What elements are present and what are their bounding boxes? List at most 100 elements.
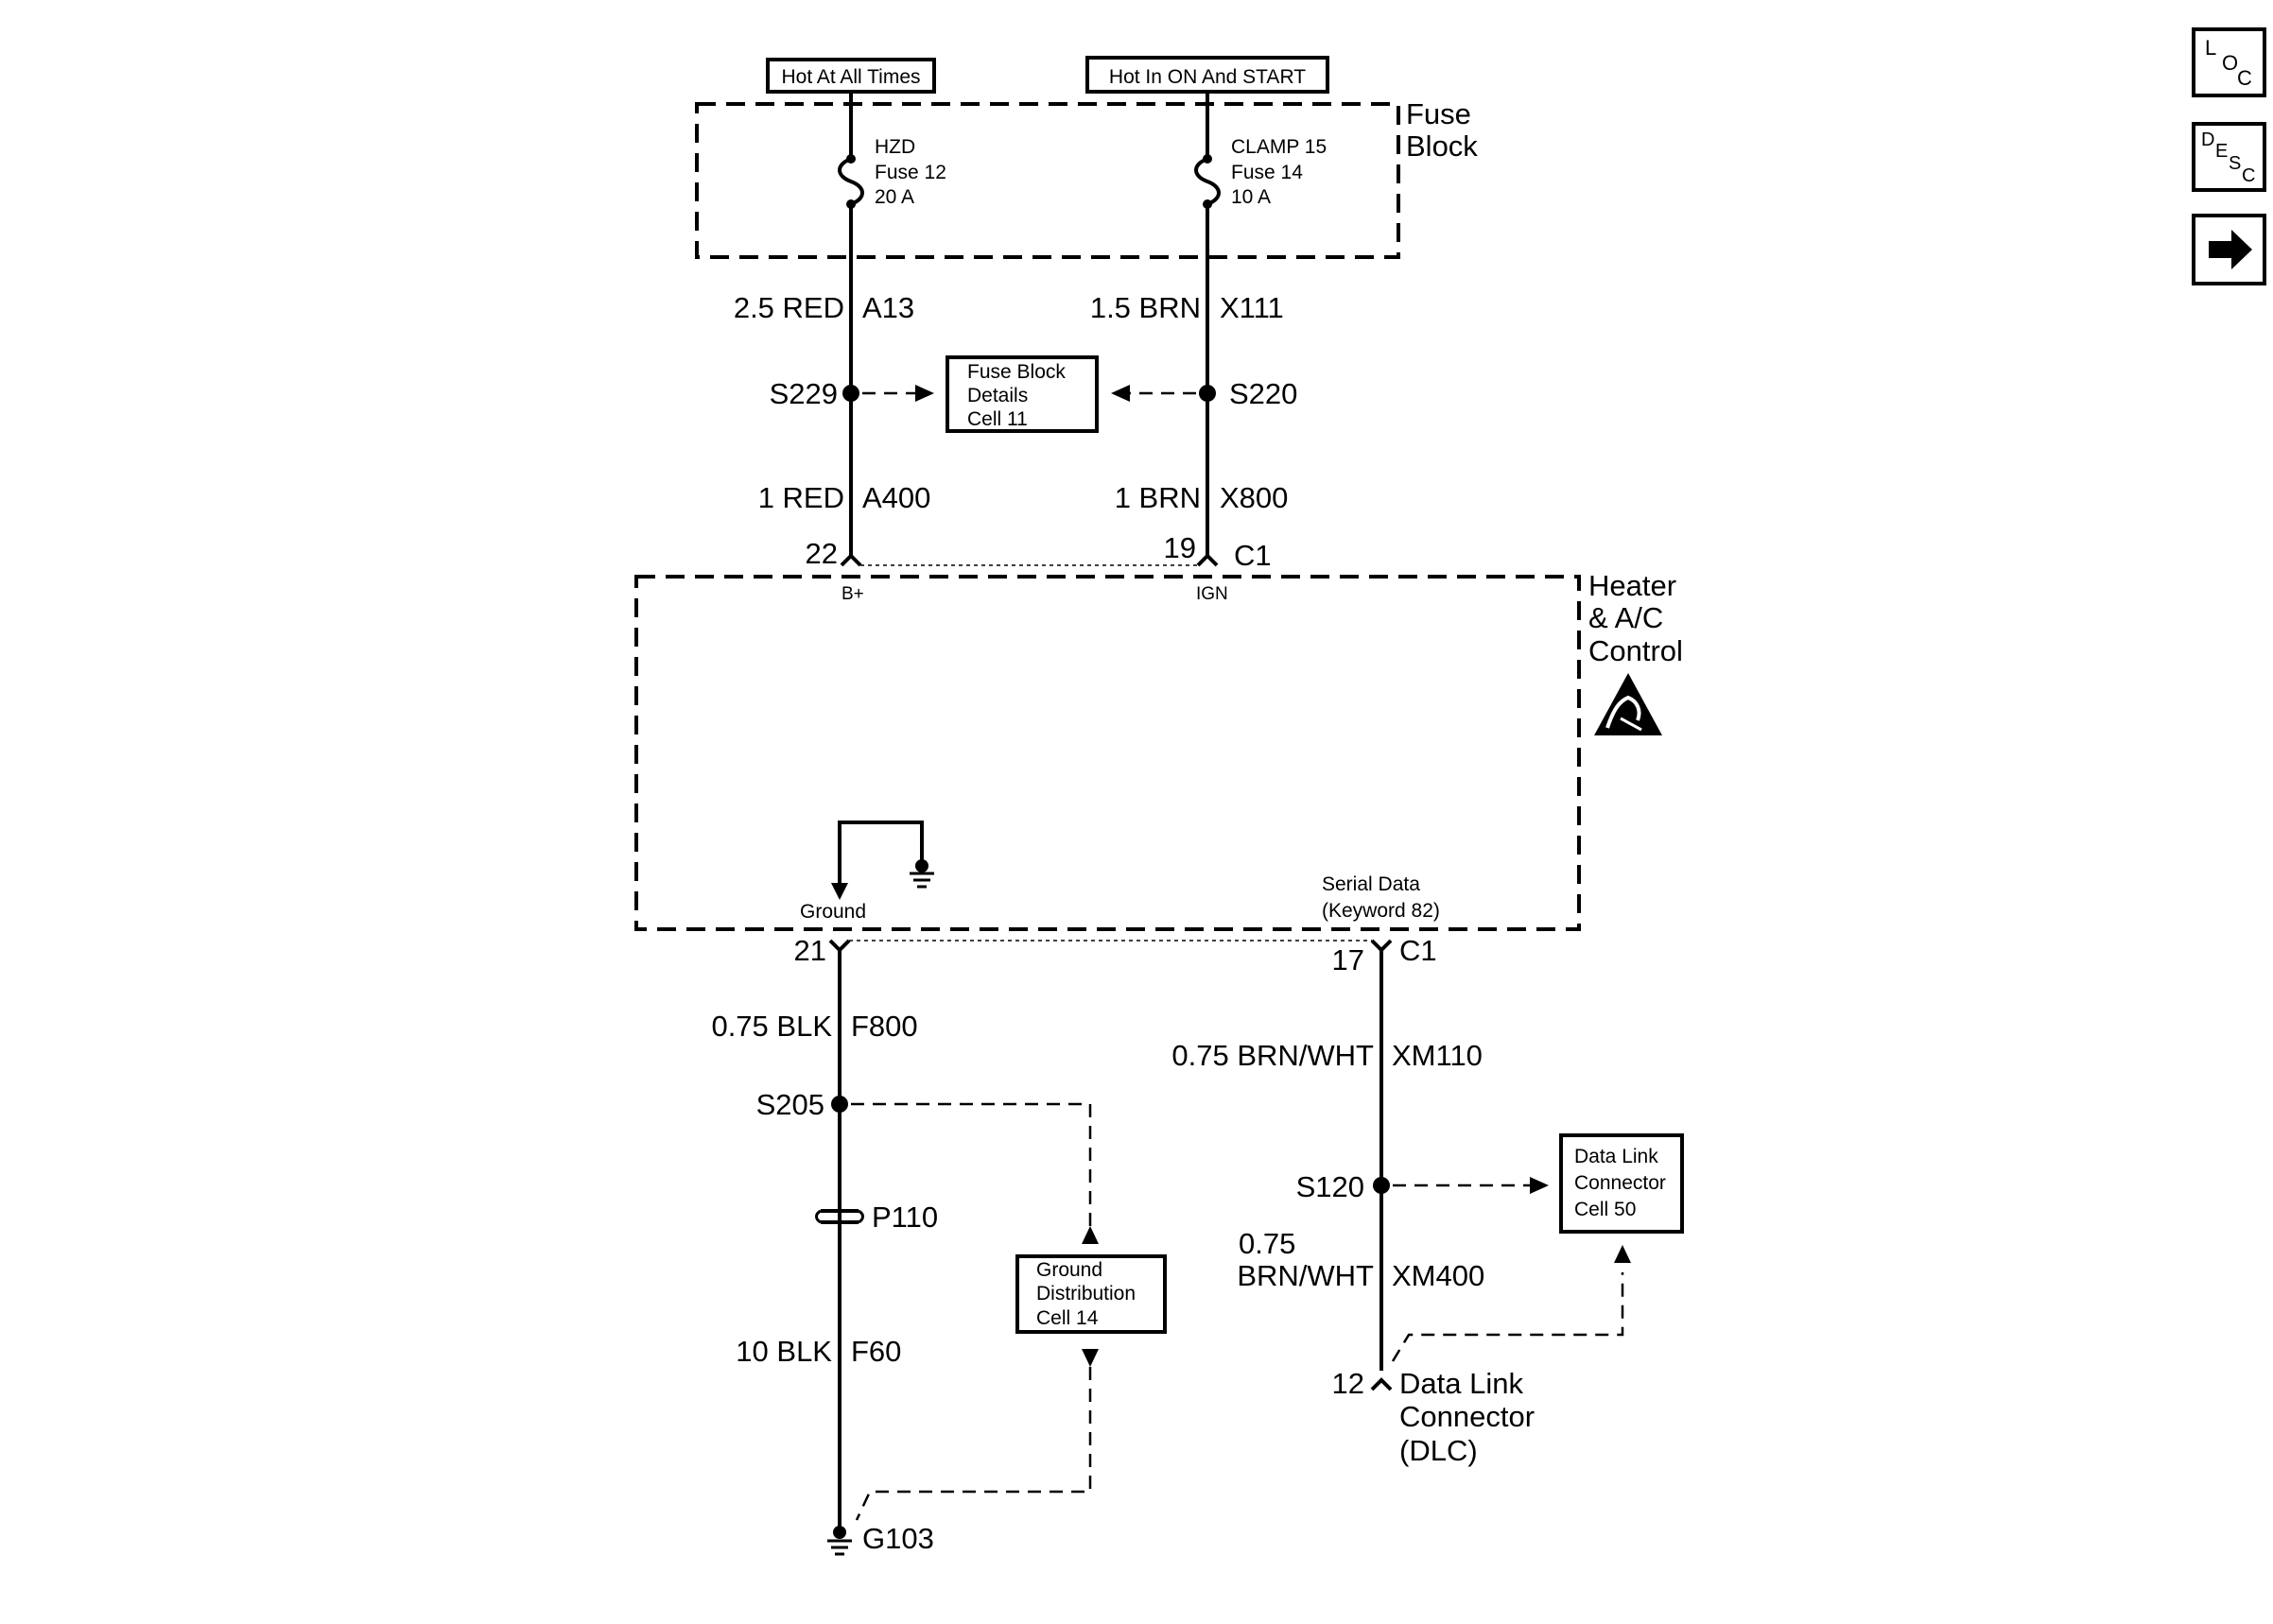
internal-ground-symbol <box>831 821 934 900</box>
serial-data-label-line1: Serial Data <box>1322 873 1420 895</box>
pin-22-symbol <box>840 553 862 567</box>
fuse-14-line3: 10 A <box>1231 186 1271 208</box>
p110-pass-through-symbol <box>815 1209 864 1224</box>
splice-s220-label: S220 <box>1229 377 1297 410</box>
splice-s229-label: S229 <box>770 377 838 410</box>
module-label-line2: & A/C <box>1588 601 1663 634</box>
splice-s120-dot <box>1373 1177 1390 1194</box>
wire-xm400-circuit: XM400 <box>1392 1259 1484 1292</box>
desc-letter-d: D <box>2201 130 2214 150</box>
loc-letter-o: O <box>2222 51 2238 75</box>
ref-ground-distribution-line3: Cell 14 <box>1036 1307 1099 1329</box>
desc-button[interactable]: D E S C <box>2192 122 2266 192</box>
wire-xm110-circuit: XM110 <box>1392 1039 1483 1072</box>
pin-17-symbol <box>1370 939 1393 953</box>
wire-f800-gauge: 0.75 BLK <box>711 1010 832 1043</box>
wire-x111-circuit: X111 <box>1220 291 1284 324</box>
g103-ground-icon <box>827 1526 852 1556</box>
wire-x800-gauge: 1 BRN <box>1115 481 1201 514</box>
arrow-to-data-link-connector-ref <box>1530 1177 1549 1194</box>
splice-s220-dot <box>1199 385 1216 402</box>
loc-letter-c: C <box>2237 66 2252 90</box>
splice-s205-label: S205 <box>756 1088 824 1121</box>
arrow-to-fuse-block-details-left <box>915 385 934 402</box>
next-page-button[interactable] <box>2192 214 2266 285</box>
wire-x800-circuit: X800 <box>1220 481 1288 514</box>
ref-data-link-connector-line1: Data Link <box>1574 1146 1658 1167</box>
pin-12-label: 12 <box>1332 1367 1364 1400</box>
pin-17-label: 17 <box>1332 943 1364 976</box>
loc-letter-l: L <box>2205 36 2216 60</box>
wire-f60-gauge: 10 BLK <box>736 1335 832 1368</box>
module-label-line1: Heater <box>1588 569 1676 602</box>
ref-ground-distribution[interactable]: Ground Distribution Cell 14 <box>1015 1254 1167 1334</box>
source-hot-in-on-and-start: Hot In ON And START <box>1085 56 1329 94</box>
fuse-12-line2: Fuse 12 <box>875 162 946 183</box>
ref-ground-distribution-line2: Distribution <box>1036 1283 1136 1304</box>
wire-xm400-gauge-line1: 0.75 <box>1239 1227 1295 1260</box>
fuse-14: CLAMP 15 Fuse 14 10 A <box>1194 92 1327 219</box>
pin-22-label: 22 <box>806 537 838 570</box>
ref-fuse-block-details[interactable]: Fuse Block Details Cell 11 <box>946 355 1099 433</box>
connector-p110-label: P110 <box>872 1201 938 1234</box>
fuse-14-line2: Fuse 14 <box>1231 162 1303 183</box>
loc-button[interactable]: L O C <box>2192 27 2266 97</box>
arrow-right-icon <box>2209 230 2252 269</box>
pin-b-plus-label: B+ <box>842 584 864 604</box>
pin-21-symbol <box>828 939 851 953</box>
dlc-label-line3: (DLC) <box>1399 1434 1478 1467</box>
ground-g103-label: G103 <box>862 1522 934 1555</box>
serial-data-label-line2: (Keyword 82) <box>1322 900 1440 922</box>
pin-ground-label: Ground <box>800 901 866 923</box>
wire-f60-circuit: F60 <box>851 1335 901 1368</box>
ref-fuse-block-details-line2: Details <box>967 385 1028 406</box>
wire-a13-gauge: 2.5 RED <box>734 291 844 324</box>
arrow-to-fuse-block-details-right <box>1111 385 1130 402</box>
splice-s229-dot <box>842 385 859 402</box>
source-hot-in-on-and-start-label: Hot In ON And START <box>1109 66 1306 88</box>
wire-a13-circuit: A13 <box>862 291 914 324</box>
fuse-14-line1: CLAMP 15 <box>1231 136 1327 158</box>
connector-c1-bottom-label: C1 <box>1399 934 1437 967</box>
connector-c1-top-label: C1 <box>1234 539 1272 572</box>
arrow-up-to-ground-distribution <box>1082 1226 1099 1244</box>
desc-letter-e: E <box>2215 141 2228 162</box>
wire-xm110-gauge: 0.75 BRN/WHT <box>1171 1039 1374 1072</box>
pin-19-label: 19 <box>1164 531 1196 564</box>
splice-s205-dot <box>831 1096 848 1113</box>
module-label-line3: Control <box>1588 634 1683 667</box>
fuse-12: HZD Fuse 12 20 A <box>838 92 946 219</box>
pin-19-symbol <box>1196 553 1219 567</box>
desc-letter-c: C <box>2242 165 2255 186</box>
wire-xm400-gauge-line2: BRN/WHT <box>1237 1259 1374 1292</box>
fuse-block-label-line1: Fuse <box>1406 97 1471 130</box>
wire-a400-gauge: 1 RED <box>758 481 844 514</box>
ref-data-link-connector-line3: Cell 50 <box>1574 1199 1636 1220</box>
fuse-12-line1: HZD <box>875 136 915 158</box>
arrow-dlc-to-ref <box>1614 1245 1631 1263</box>
ref-fuse-block-details-line1: Fuse Block <box>967 361 1066 383</box>
pin-12-symbol <box>1370 1377 1393 1391</box>
fuse-block-outline <box>695 102 1400 259</box>
source-hot-at-all-times: Hot At All Times <box>766 58 936 94</box>
splice-s120-label: S120 <box>1296 1170 1364 1203</box>
ref-ground-distribution-line1: Ground <box>1036 1259 1102 1281</box>
wire-x111-gauge: 1.5 BRN <box>1090 291 1201 324</box>
ref-fuse-block-details-line3: Cell 11 <box>967 408 1028 430</box>
dlc-label-line2: Connector <box>1399 1400 1535 1433</box>
ref-data-link-connector-line2: Connector <box>1574 1172 1666 1194</box>
heater-ac-control-outline <box>634 575 1581 931</box>
esd-warning-icon <box>1594 673 1662 735</box>
fuse-12-line3: 20 A <box>875 186 914 208</box>
wire-a400-circuit: A400 <box>862 481 930 514</box>
ref-data-link-connector[interactable]: Data Link Connector Cell 50 <box>1559 1133 1684 1234</box>
desc-letter-s: S <box>2229 153 2241 174</box>
fuse-block-label-line2: Block <box>1406 130 1478 163</box>
pin-ign-label: IGN <box>1196 584 1228 604</box>
arrow-down-from-ground-distribution <box>1082 1349 1099 1367</box>
wire-f800-circuit: F800 <box>851 1010 918 1043</box>
pin-21-label: 21 <box>794 934 826 967</box>
source-hot-at-all-times-label: Hot At All Times <box>781 66 920 88</box>
dlc-label-line1: Data Link <box>1399 1367 1523 1400</box>
